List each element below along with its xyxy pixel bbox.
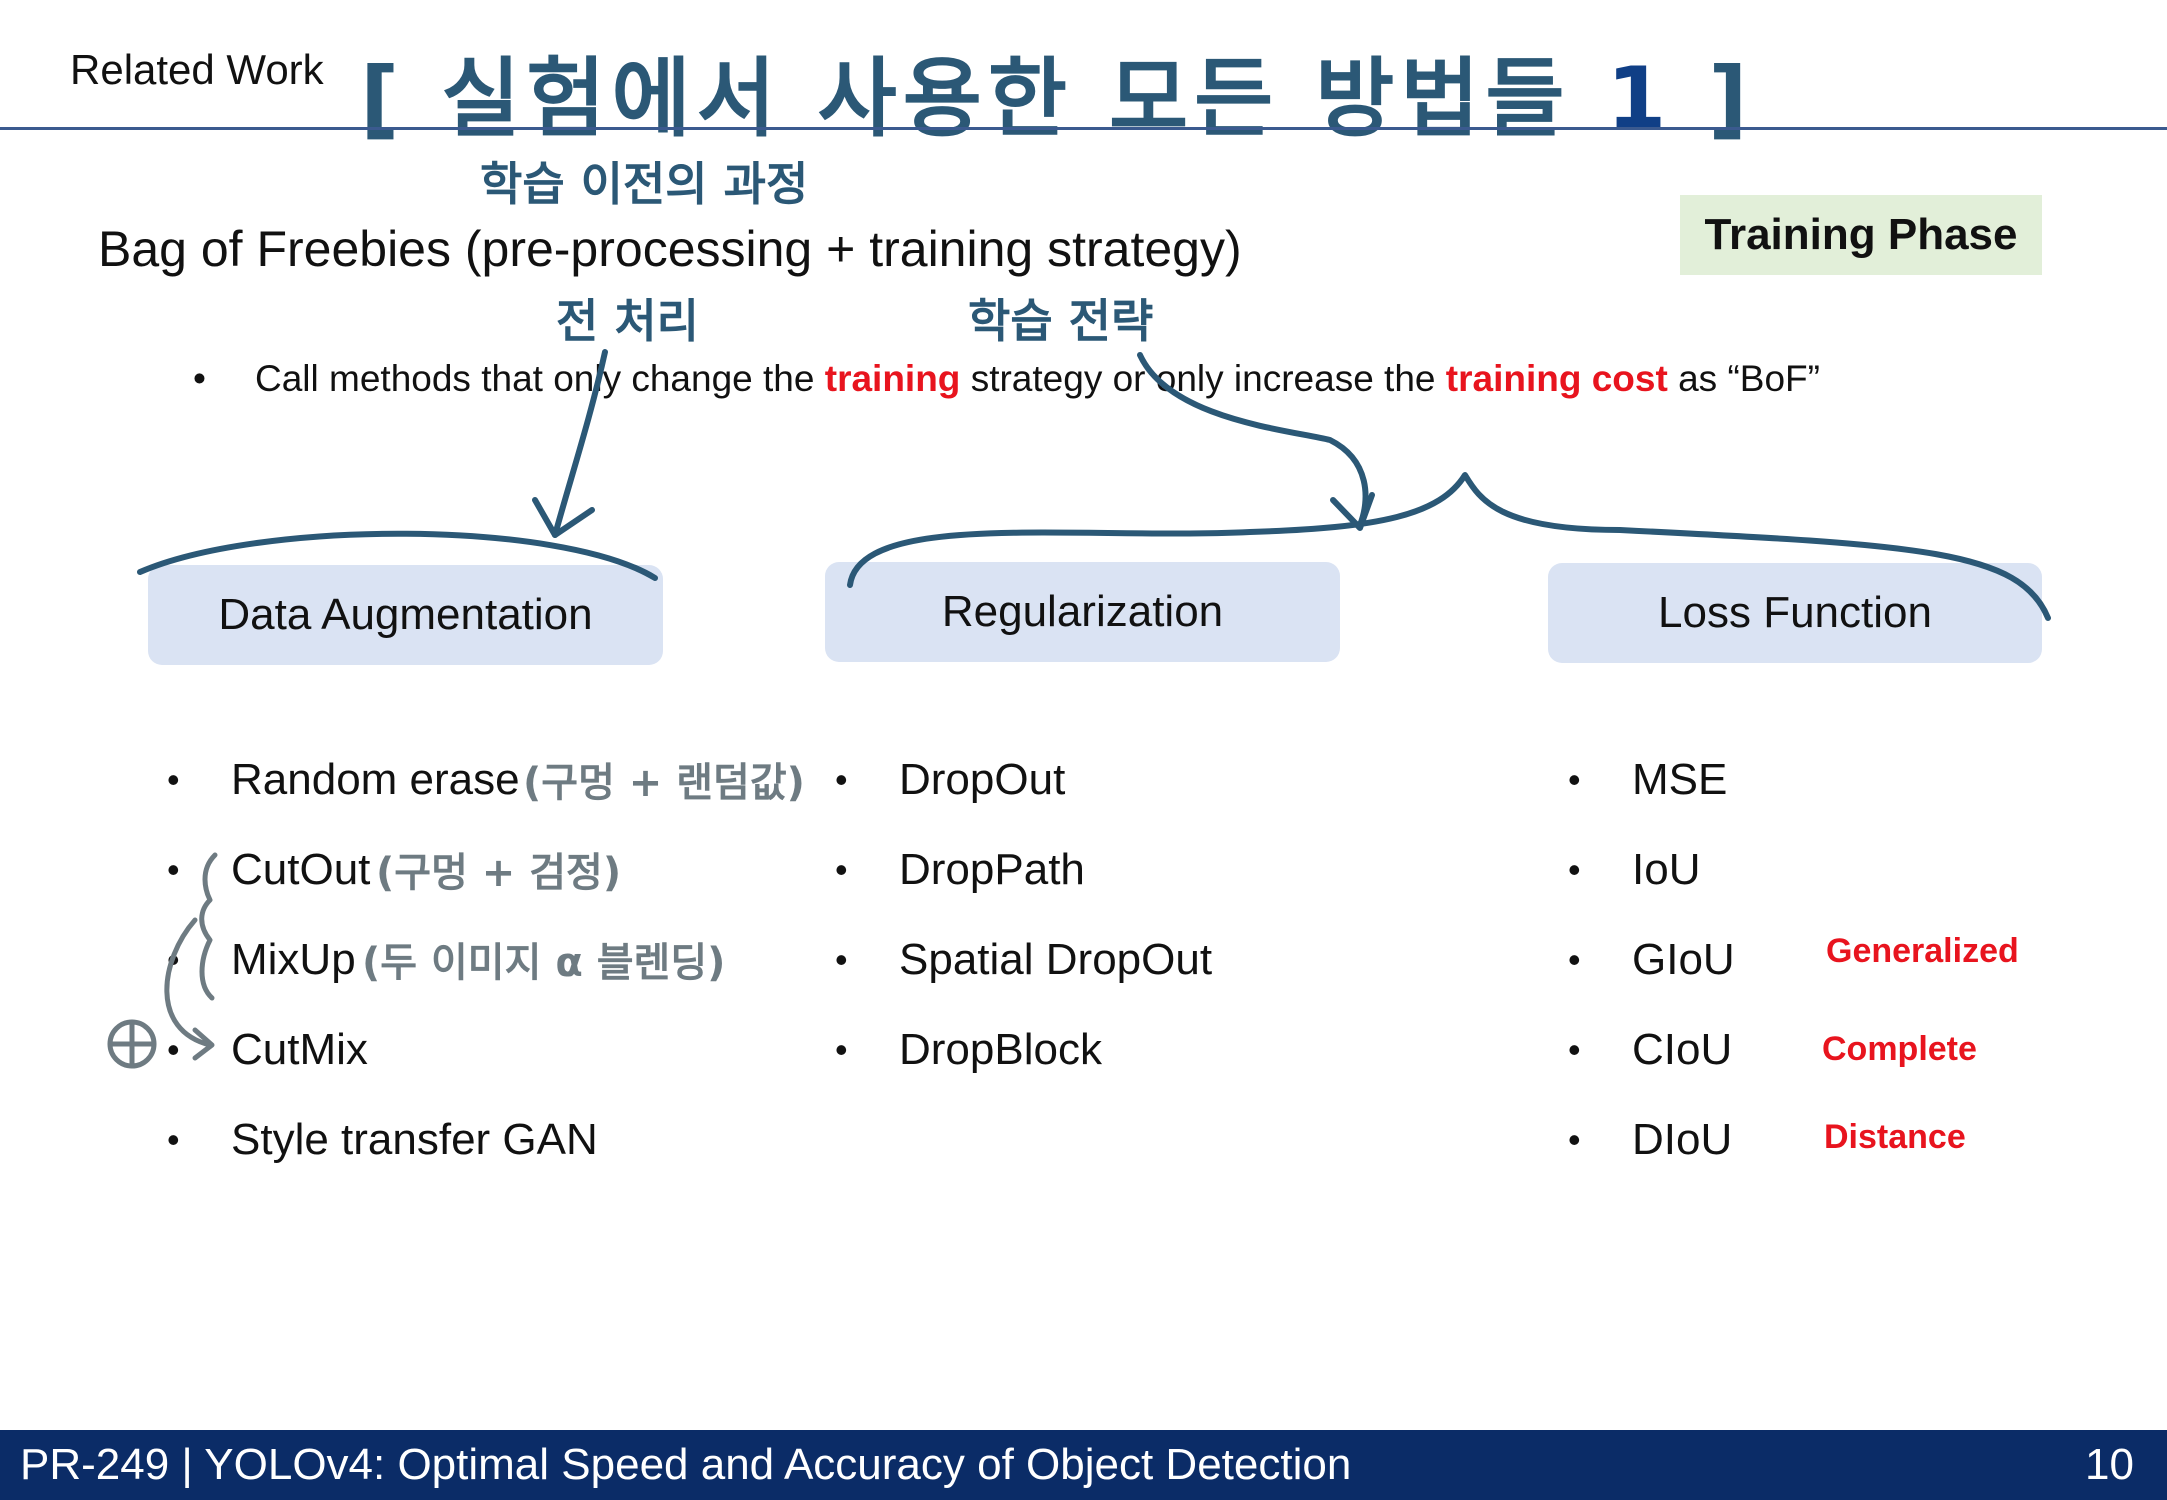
list-item: CutOut bbox=[167, 825, 598, 915]
handwritten-note-cutout: (구멍 + 검정) bbox=[376, 850, 622, 896]
handwritten-note-strategy: 학습 전략 bbox=[968, 294, 1154, 348]
handwritten-note-before-training: 학습 이전의 과정 bbox=[480, 157, 809, 211]
list-item: DropOut bbox=[835, 735, 1212, 825]
list-item: IoU bbox=[1568, 825, 1735, 915]
list-item: Spatial DropOut bbox=[835, 915, 1212, 1005]
handwritten-note-preprocessing: 전 처리 bbox=[556, 294, 699, 348]
bof-text-2: strategy or only increase the bbox=[960, 358, 1446, 399]
plus-circle-cross bbox=[107, 1019, 157, 1069]
handwritten-title: [ 실험에서 사용한 모든 방법들 1 ] bbox=[360, 28, 1754, 153]
bof-text-3: as “BoF” bbox=[1667, 358, 1820, 399]
loss-function-list: MSE IoU GIoU CIoU DIoU bbox=[1568, 735, 1735, 1185]
list-item: Random erase bbox=[167, 735, 598, 825]
ciou-expansion: Complete bbox=[1822, 1030, 1977, 1068]
list-item: CutMix bbox=[167, 1005, 598, 1095]
list-item: GIoU bbox=[1568, 915, 1735, 1005]
subtitle: Bag of Freebies (pre-processing + traini… bbox=[98, 221, 1242, 277]
handwritten-note-random-erase: (구멍 + 랜덤값) bbox=[523, 760, 805, 806]
category-regularization: Regularization bbox=[825, 562, 1340, 662]
handwritten-title-number: 1 bbox=[1606, 49, 1673, 149]
handwritten-title-text: [ 실험에서 사용한 모든 방법들 bbox=[360, 49, 1607, 149]
arrow-head-left bbox=[532, 497, 595, 538]
list-item: DropPath bbox=[835, 825, 1212, 915]
regularization-list: DropOut DropPath Spatial DropOut DropBlo… bbox=[835, 735, 1212, 1095]
arrow-head-right bbox=[1330, 492, 1375, 531]
bof-highlight-training: training bbox=[824, 358, 961, 399]
header-rule bbox=[0, 127, 2167, 130]
list-item: MSE bbox=[1568, 735, 1735, 825]
handwritten-title-end: ] bbox=[1672, 49, 1754, 149]
footer-bar bbox=[0, 1430, 2167, 1500]
category-data-augmentation: Data Augmentation bbox=[148, 565, 663, 665]
diou-expansion: Distance bbox=[1824, 1118, 1966, 1156]
category-loss-function: Loss Function bbox=[1548, 563, 2042, 663]
data-augmentation-list: Random erase CutOut MixUp CutMix Style t… bbox=[167, 735, 598, 1185]
list-item: CIoU bbox=[1568, 1005, 1735, 1095]
section-label: Related Work bbox=[70, 46, 324, 93]
giou-expansion: Generalized bbox=[1826, 932, 2019, 970]
bullet-dot: • bbox=[193, 358, 206, 399]
bof-text-1: Call methods that only change the bbox=[255, 358, 825, 399]
page-number: 10 bbox=[2085, 1440, 2134, 1489]
handwritten-note-mixup: (두 이미지 α 블렌딩) bbox=[362, 940, 726, 986]
footer-title: PR-249 | YOLOv4: Optimal Speed and Accur… bbox=[20, 1440, 1352, 1489]
training-phase-badge: Training Phase bbox=[1680, 195, 2042, 275]
plus-circle-icon bbox=[107, 1019, 157, 1069]
bof-highlight-training-cost: training cost bbox=[1445, 358, 1668, 399]
bof-definition: • Call methods that only change the train… bbox=[193, 358, 1820, 400]
list-item: DropBlock bbox=[835, 1005, 1212, 1095]
list-item: Style transfer GAN bbox=[167, 1095, 598, 1185]
list-item: DIoU bbox=[1568, 1095, 1735, 1185]
